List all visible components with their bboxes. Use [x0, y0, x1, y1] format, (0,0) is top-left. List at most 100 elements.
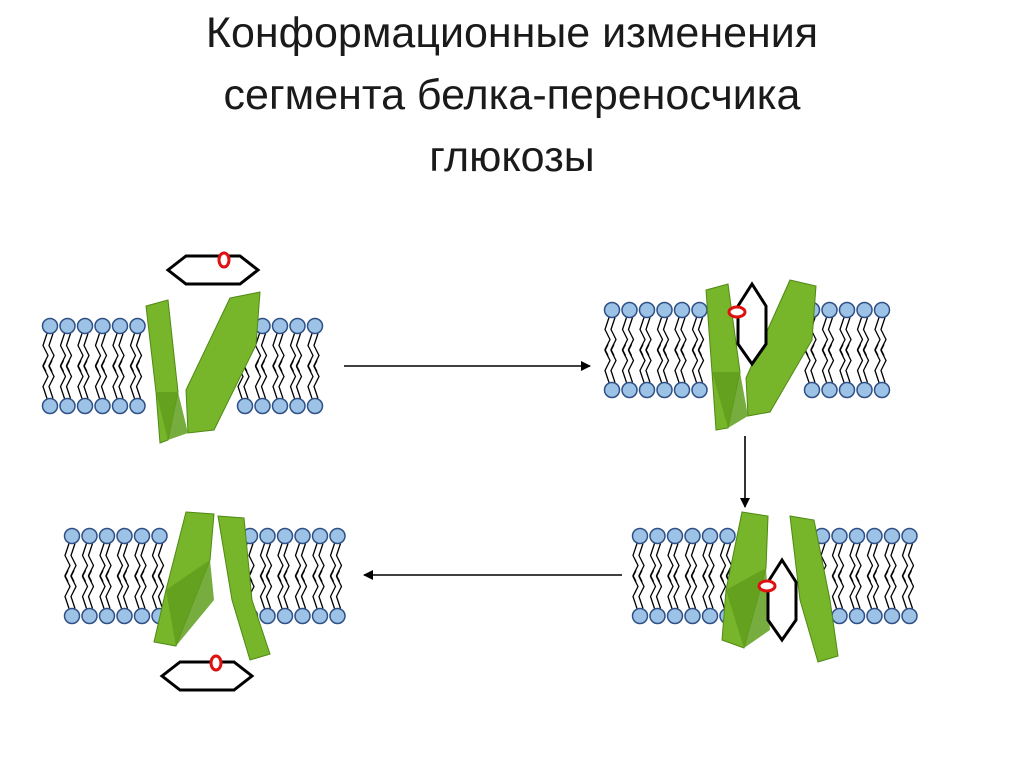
- phospholipid-head: [701, 527, 719, 545]
- phospholipid-head: [831, 607, 848, 625]
- lipid-tail: [874, 344, 881, 383]
- lipid-tail: [884, 570, 891, 609]
- phospholipid-head: [259, 527, 276, 545]
- glucose-ring-icon: [736, 281, 768, 367]
- lipid-tail: [83, 360, 90, 399]
- phospholipid-head: [151, 527, 168, 545]
- membrane-bottom-left-left: [63, 527, 168, 625]
- lipid-tail: [639, 344, 646, 383]
- title-line-1: Конформационные изменения: [205, 9, 819, 57]
- phospholipid-head: [838, 381, 856, 399]
- glucose-stage-1: [165, 251, 261, 286]
- phospholipid-head: [848, 607, 866, 625]
- glucose-stage-3: [757, 557, 798, 643]
- lipid-tail: [610, 344, 617, 383]
- glucose-ring-icon: [159, 660, 255, 692]
- lipid-tail: [278, 360, 285, 399]
- lipid-tail: [674, 344, 681, 383]
- lipid-tail: [151, 570, 159, 609]
- stage-4-transporter: [153, 511, 271, 661]
- lipid-tail: [70, 570, 77, 609]
- lipid-tail: [129, 360, 137, 399]
- phospholipid-head: [873, 301, 891, 319]
- phospholipid-head: [673, 301, 691, 319]
- lipid-tail: [289, 360, 297, 399]
- phospholipid-head: [271, 317, 289, 335]
- lipid-tail: [81, 570, 89, 609]
- lipid-tail: [656, 344, 664, 383]
- phospholipid-head: [98, 607, 116, 625]
- phospholipid-head: [666, 527, 684, 545]
- phospholipid-head: [803, 381, 821, 399]
- protein-helix-right: [789, 515, 839, 663]
- lipid-tail: [135, 360, 143, 399]
- lipid-tail: [300, 570, 308, 609]
- lipid-tail: [99, 570, 106, 609]
- phospholipid-head: [111, 317, 129, 335]
- phospholipid-head: [656, 381, 673, 399]
- phospholipid-head: [638, 301, 656, 319]
- oxygen-atom-icon: [217, 251, 231, 269]
- phospholipid-head: [311, 527, 329, 545]
- phospholipid-head: [631, 527, 649, 545]
- lipid-tail: [260, 360, 268, 399]
- lipid-tail: [265, 570, 273, 609]
- membrane-top-right-left: [603, 301, 708, 399]
- lipid-tail: [48, 360, 55, 399]
- lipid-tail: [655, 570, 663, 609]
- lipid-tail: [295, 360, 303, 399]
- phospholipid-head: [41, 397, 59, 415]
- phospholipid-head: [306, 397, 324, 415]
- phospholipid-head: [701, 607, 719, 625]
- phospholipid-head: [41, 317, 59, 335]
- protein-helix-right: [185, 291, 261, 434]
- lipid-tail: [313, 360, 320, 399]
- phospholipid-head: [81, 607, 98, 625]
- lipid-tail: [77, 360, 84, 399]
- lipid-tail: [134, 570, 141, 609]
- phospholipid-head: [271, 397, 289, 415]
- title-line-2: сегмента белка-переносчика: [223, 71, 801, 119]
- phospholipid-head: [866, 527, 883, 545]
- phospholipid-head: [603, 301, 621, 319]
- phospholipid-head: [98, 527, 116, 545]
- lipid-tail: [662, 344, 670, 383]
- lipid-tail: [673, 570, 680, 609]
- lipid-tail: [157, 570, 165, 609]
- phospholipid-head: [59, 317, 76, 335]
- lipid-tail: [907, 570, 915, 609]
- glucose-stage-4: [159, 654, 255, 692]
- lipid-tail: [604, 344, 611, 383]
- lipid-tail: [254, 360, 262, 399]
- phospholipid-head: [883, 527, 901, 545]
- membrane-bottom-right-left: [631, 527, 736, 625]
- lipid-tail: [64, 570, 71, 609]
- phospholipid-head: [873, 381, 891, 399]
- lipid-tail: [810, 344, 817, 383]
- phospholipid-head: [329, 607, 346, 625]
- lipid-tail: [627, 344, 635, 383]
- lipid-tail: [318, 570, 325, 609]
- title-line-3: глюкозы: [429, 133, 595, 181]
- membrane-bottom-left-right: [241, 527, 346, 625]
- lipid-tail: [312, 570, 319, 609]
- lipid-tail: [866, 570, 874, 609]
- phospholipid-head: [901, 607, 918, 625]
- phospholipid-head: [329, 527, 346, 545]
- lipid-tail: [140, 570, 147, 609]
- phospholipid-head: [603, 381, 621, 399]
- membrane-top-left-left: [41, 317, 146, 415]
- glucose-ring-icon: [766, 557, 798, 643]
- lipid-tail: [708, 570, 715, 609]
- phospholipid-head: [666, 607, 684, 625]
- membrane-top-right-right: [803, 301, 891, 399]
- phospholipid-head: [276, 527, 294, 545]
- lipid-tail: [94, 360, 102, 399]
- phospholipid-head: [649, 607, 666, 625]
- stage-2-transporter: [705, 279, 817, 431]
- lipid-tail: [65, 360, 73, 399]
- lipid-tail: [872, 570, 880, 609]
- phospholipid-head: [254, 397, 271, 415]
- phospholipid-head: [59, 397, 76, 415]
- phospholipid-head: [259, 607, 276, 625]
